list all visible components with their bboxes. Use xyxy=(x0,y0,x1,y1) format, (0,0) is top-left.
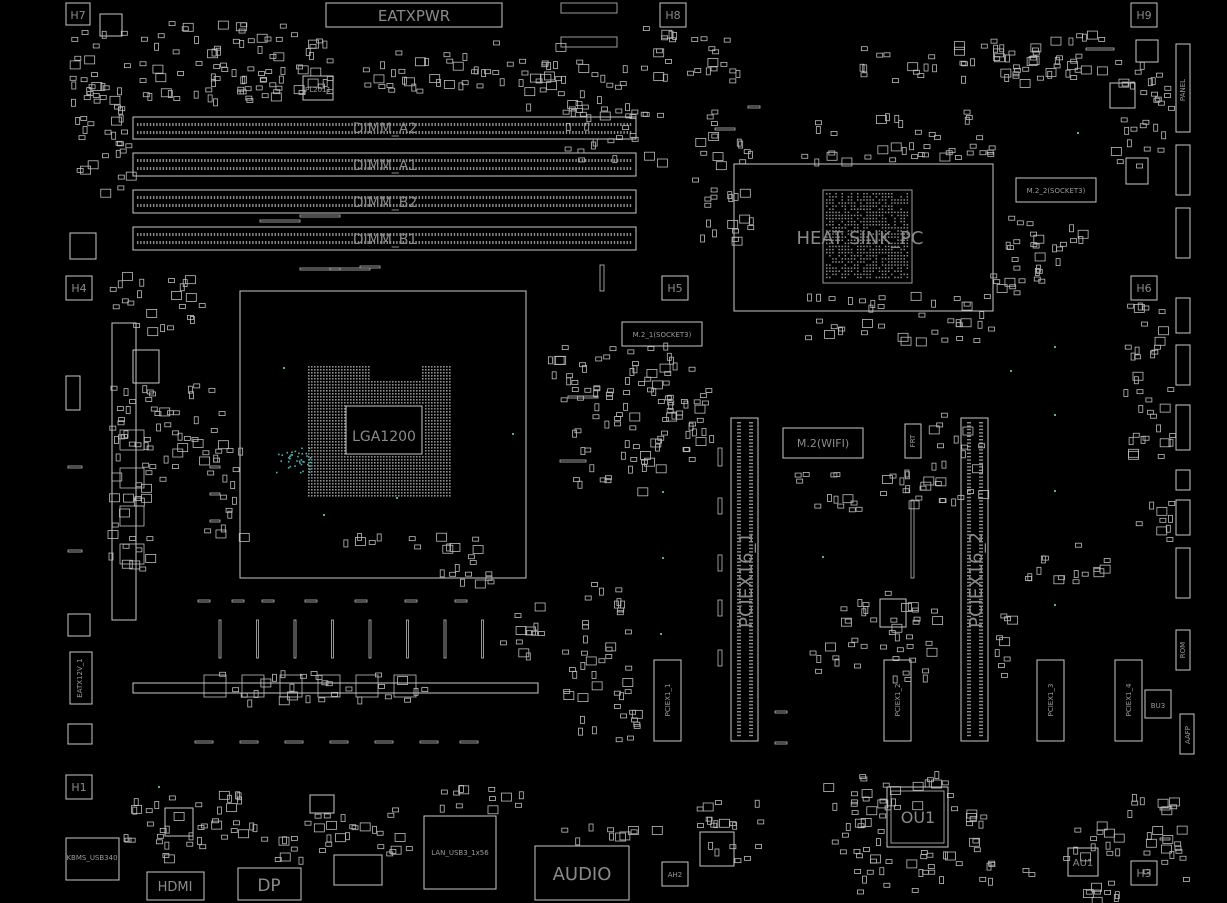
chipset-heatsink: HEAT SINK_PC xyxy=(733,163,994,312)
svg-text:H5: H5 xyxy=(667,282,682,295)
lan-usb-port: LAN_USB3_1x56 xyxy=(423,815,497,890)
svg-text:PANEL: PANEL xyxy=(1179,79,1187,101)
svg-text:AH2: AH2 xyxy=(668,871,683,879)
cpu-socket-label: LGA1200 xyxy=(352,429,416,445)
svg-text:M.2(WIFI): M.2(WIFI) xyxy=(797,437,849,450)
svg-text:LAN_USB3_1x56: LAN_USB3_1x56 xyxy=(431,849,489,857)
mount-hole-h7: H7 xyxy=(65,2,91,26)
dimm-a2-label: DIMM_A2 xyxy=(353,121,418,137)
svg-text:FRT: FRT xyxy=(909,434,917,447)
audio-jack: AUDIO xyxy=(534,845,630,901)
dimm-a1-label: DIMM_A1 xyxy=(353,158,418,174)
pciex16-2-slot: PCIEX16_2 xyxy=(960,417,989,742)
svg-text:AAFP: AAFP xyxy=(1184,726,1192,744)
kbms-usb-port: KBMS_USB340 xyxy=(65,837,120,881)
svg-text:PCIEX1_1: PCIEX1_1 xyxy=(664,684,672,717)
m2-1-socket: M.2_1(SOCKET3) xyxy=(621,321,703,347)
aafp-header: AAFP xyxy=(1179,713,1195,755)
svg-text:AUDIO: AUDIO xyxy=(553,864,612,885)
svg-text:H4: H4 xyxy=(71,282,86,295)
pciex1-2-slot: PCIEX1_2 xyxy=(883,659,912,742)
svg-text:PCIEX1_3: PCIEX1_3 xyxy=(1047,684,1055,717)
svg-text:PL2011: PL2011 xyxy=(305,86,331,94)
svg-text:H9: H9 xyxy=(1136,9,1151,22)
svg-text:H1: H1 xyxy=(71,781,86,794)
svg-text:AU1: AU1 xyxy=(1073,858,1094,869)
svg-text:H7: H7 xyxy=(70,9,85,22)
pciex1-4-slot: PCIEX1_4 xyxy=(1114,659,1143,742)
svg-text:HDMI: HDMI xyxy=(158,880,193,895)
svg-text:EATX12V_1: EATX12V_1 xyxy=(76,658,84,697)
svg-text:BU3: BU3 xyxy=(1151,702,1165,710)
mount-hole-h1: H1 xyxy=(65,774,93,800)
svg-text:PCIEX16_2: PCIEX16_2 xyxy=(966,532,987,628)
svg-text:M.2_1(SOCKET3): M.2_1(SOCKET3) xyxy=(633,331,692,339)
dimm-slots: DIMM_A2 DIMM_A1 DIMM_B2 DIMM_B1 xyxy=(132,116,637,251)
svg-text:KBMS_USB340: KBMS_USB340 xyxy=(66,854,117,862)
panel-header: PANEL xyxy=(1175,43,1191,133)
pciex1-1-slot: PCIEX1_1 xyxy=(653,659,682,742)
component-pads xyxy=(67,20,1190,903)
cpu-socket: LGA1200 xyxy=(239,290,527,579)
dimm-b1-label: DIMM_B1 xyxy=(353,232,418,248)
heat-sink-label: HEAT SINK_PC xyxy=(797,228,924,249)
mount-hole-h9: H9 xyxy=(1130,2,1158,28)
mount-hole-h6: H6 xyxy=(1130,275,1158,301)
svg-text:H8: H8 xyxy=(665,9,680,22)
pciex1-3-slot: PCIEX1_3 xyxy=(1036,659,1065,742)
svg-text:ROM: ROM xyxy=(1179,642,1187,658)
m2-2-socket: M.2_2(SOCKET3) xyxy=(1015,177,1097,203)
bu3-chip: BU3 xyxy=(1144,689,1172,719)
ah2-component: AH2 xyxy=(661,861,689,887)
frt-component: FRT xyxy=(904,423,922,459)
pciex16-1-slot: PCIEX16_1 xyxy=(730,417,759,742)
rom-header: ROM xyxy=(1175,629,1191,671)
ou1-chip: OU1 xyxy=(886,786,949,848)
dp-port: DP xyxy=(237,867,302,901)
svg-text:DP: DP xyxy=(257,876,280,896)
svg-text:M.2_2(SOCKET3): M.2_2(SOCKET3) xyxy=(1027,187,1086,195)
m2-wifi-socket: M.2(WIFI) xyxy=(782,427,864,459)
svg-text:H6: H6 xyxy=(1136,282,1151,295)
svg-text:PCIEX1_2: PCIEX1_2 xyxy=(894,684,902,717)
mount-hole-h5: H5 xyxy=(661,275,689,301)
mount-hole-h8: H8 xyxy=(659,2,687,28)
mount-hole-h4: H4 xyxy=(65,275,93,301)
eatx12v-connector: EATX12V_1 xyxy=(69,651,93,705)
svg-text:PCIEX1_4: PCIEX1_4 xyxy=(1125,683,1133,716)
au1-chip: AU1 xyxy=(1067,847,1099,877)
eatxpwr-label: EATXPWR xyxy=(378,7,450,25)
svg-text:OU1: OU1 xyxy=(901,808,935,827)
svg-text:PCIEX16_1: PCIEX16_1 xyxy=(736,532,757,628)
eatxpwr-connector: EATXPWR xyxy=(325,2,503,28)
hdmi-port: HDMI xyxy=(146,871,205,901)
dimm-b2-label: DIMM_B2 xyxy=(353,195,418,211)
